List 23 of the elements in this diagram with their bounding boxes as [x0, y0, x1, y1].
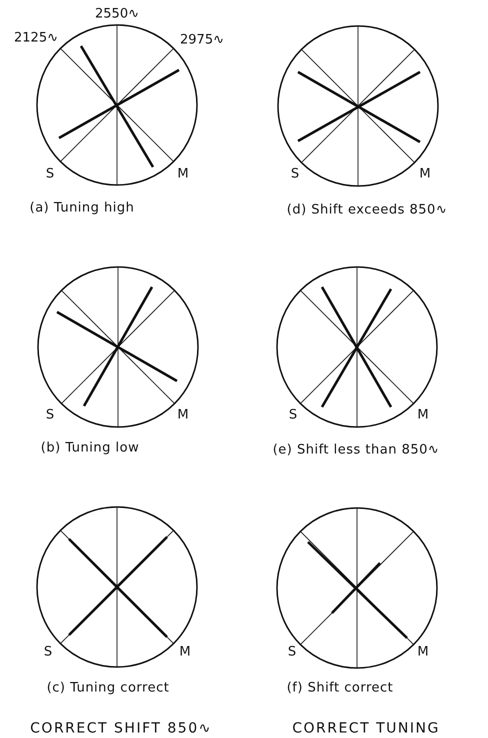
channel-label: S	[290, 166, 300, 182]
channel-label: M	[179, 644, 191, 660]
channel-label: M	[419, 166, 431, 182]
channel-label: S	[288, 644, 296, 660]
channel-label: M	[177, 166, 189, 182]
channel-label: S	[46, 408, 54, 422]
footer-label: CORRECT SHIFT 850∿	[30, 722, 212, 736]
frequency-label: 2125∿	[14, 30, 58, 46]
channel-label: S	[44, 644, 52, 660]
channel-label: M	[417, 644, 429, 660]
panel-caption: (e) Shift less than 850∿	[272, 442, 440, 458]
footer-label: CORRECT TUNING	[292, 722, 440, 736]
panel-caption: (f) Shift correct	[286, 680, 394, 696]
channel-label: M	[177, 408, 189, 422]
panel-caption: (b) Tuning low	[40, 440, 140, 456]
frequency-label: 2550∿	[95, 6, 139, 22]
frequency-label: 2975∿	[180, 32, 224, 48]
channel-label: S	[46, 166, 54, 182]
panel-caption: (d) Shift exceeds 850∿	[286, 202, 448, 218]
panel-caption: (a) Tuning high	[30, 200, 134, 216]
panel-caption: (c) Tuning correct	[46, 680, 170, 696]
channel-label: S	[288, 408, 298, 422]
channel-label: M	[417, 408, 429, 422]
